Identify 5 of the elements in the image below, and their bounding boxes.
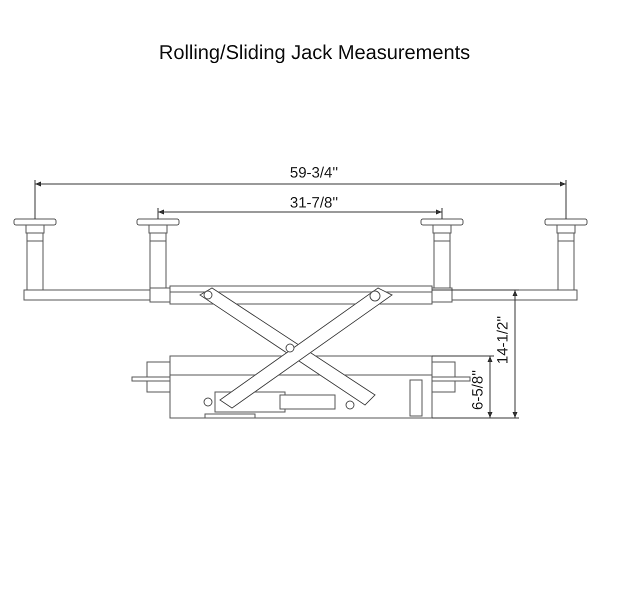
title: Rolling/Sliding Jack Measurements (158, 42, 472, 65)
dimension-label: 6-5/8'' (470, 370, 486, 410)
dimension-label: 59-3/4'' (290, 166, 338, 180)
dimension-label: 14-1/2'' (496, 316, 510, 364)
dimension-label: 31-7/8'' (290, 196, 338, 210)
